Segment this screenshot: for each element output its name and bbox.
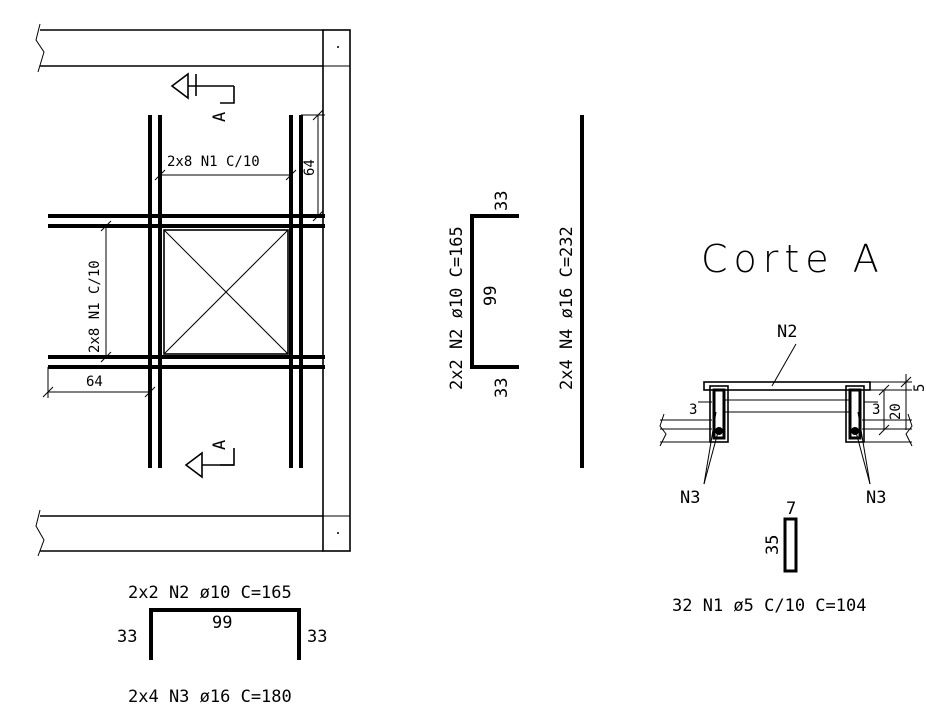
column-square bbox=[163, 229, 289, 355]
bottom-beam bbox=[35, 509, 323, 557]
cover-left: 3 bbox=[689, 402, 697, 418]
n2-horizontal-span: 99 bbox=[212, 613, 232, 633]
vertical-rebars bbox=[148, 115, 303, 468]
section-cut-a: Corte A N2 N3 N3 3 3 bbox=[659, 237, 926, 508]
dim-height: 20 bbox=[888, 403, 904, 420]
dim-bottom-left-value: 64 bbox=[86, 374, 103, 390]
dim-top-right: 64 bbox=[301, 109, 325, 222]
section-marker-bottom: A bbox=[184, 440, 235, 479]
section-marker-top: A bbox=[170, 72, 235, 122]
dim-bottom-left: 64 bbox=[42, 367, 156, 398]
top-beam bbox=[35, 23, 323, 73]
bar-n2-vertical: 2x2 N2 ø10 C=165 33 33 99 bbox=[447, 191, 519, 398]
n2-horizontal-leg-right: 33 bbox=[307, 627, 327, 647]
dim-top: 5 bbox=[912, 384, 926, 392]
dim-left-rebar: 2x8 N1 C/10 bbox=[87, 220, 112, 363]
n2-tag: N2 bbox=[777, 322, 797, 342]
bar-n4-vertical: 2x4 N4 ø16 C=232 bbox=[557, 115, 584, 468]
n2-vertical-span: 99 bbox=[481, 286, 501, 306]
horizontal-rebars bbox=[48, 214, 325, 369]
n2-vertical-leg-top: 33 bbox=[492, 191, 512, 211]
section-label-bottom: A bbox=[210, 440, 230, 450]
n2-vertical-label: 2x2 N2 ø10 C=165 bbox=[447, 226, 467, 390]
plan-view: 2x8 N1 C/10 64 2x8 N1 C/10 64 bbox=[35, 23, 351, 557]
n4-vertical-label: 2x4 N4 ø16 C=232 bbox=[557, 226, 577, 390]
top-rebar-label: 2x8 N1 C/10 bbox=[167, 154, 260, 170]
n2-horizontal-label: 2x2 N2 ø10 C=165 bbox=[128, 583, 292, 603]
dim-top-right-value: 64 bbox=[302, 159, 318, 176]
section-label-top: A bbox=[210, 112, 230, 122]
stirrup-label: 32 N1 ø5 C/10 C=104 bbox=[672, 596, 866, 616]
stirrup-height: 35 bbox=[763, 535, 783, 555]
stirrup-width: 7 bbox=[786, 499, 796, 519]
n3-bar-label: 2x4 N3 ø16 C=180 bbox=[128, 687, 292, 707]
bar-n2-horizontal: 2x2 N2 ø10 C=165 99 33 33 bbox=[117, 583, 327, 660]
n3-left-tag: N3 bbox=[680, 488, 700, 508]
dim-top-rebar: 2x8 N1 C/10 bbox=[154, 154, 297, 181]
left-rebar-label: 2x8 N1 C/10 bbox=[87, 260, 103, 353]
n2-horizontal-leg-left: 33 bbox=[117, 627, 137, 647]
n3-right-tag: N3 bbox=[866, 488, 886, 508]
right-wall bbox=[322, 29, 351, 552]
cover-right: 3 bbox=[872, 402, 880, 418]
n2-vertical-leg-bottom: 33 bbox=[492, 378, 512, 398]
stirrup-n1: 7 35 32 N1 ø5 C/10 C=104 bbox=[672, 499, 866, 616]
section-title: Corte A bbox=[701, 237, 885, 281]
